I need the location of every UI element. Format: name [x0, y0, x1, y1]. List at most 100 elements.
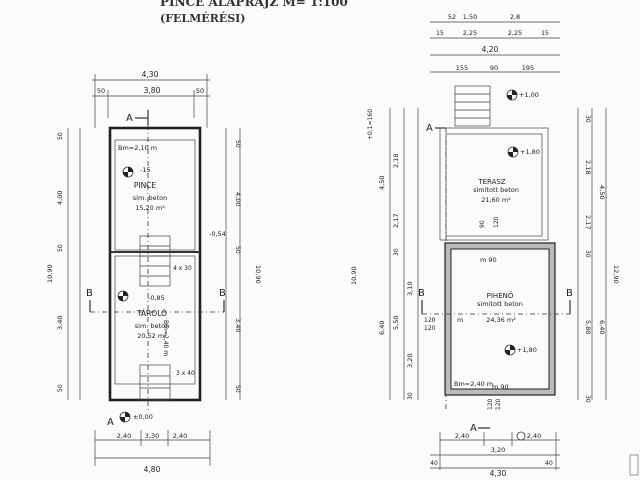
r-top-r2-b: 2,25: [463, 29, 477, 37]
r-bot-small-2: 40: [545, 460, 553, 467]
r-left-dim-4: 30: [393, 248, 400, 256]
r-right-dim-3: 2,17: [584, 215, 592, 229]
left-side-dim-5: 50: [57, 384, 64, 392]
right-side-dim-1: 50: [234, 140, 241, 148]
left-dim-380: 3,80: [144, 86, 161, 95]
stair-mid-label: 4 x 30: [173, 265, 192, 272]
left-dim-overall: 4,30: [142, 70, 159, 79]
r-section-b-right: B: [566, 288, 573, 299]
taroló-height: Bm=2,40 m: [162, 320, 169, 356]
r-top-r4-c: 195: [522, 64, 534, 72]
r-top-r2-c: 2,25: [508, 29, 522, 37]
r-bot-dim-3: 2,40: [527, 432, 541, 440]
r-left-dim-7: 6,40: [378, 321, 386, 335]
r-section-a-bottom: A: [470, 423, 477, 434]
level-piheno-label: +1,80: [517, 346, 537, 354]
level-marker-pince: [122, 166, 134, 178]
r-right-dim-7: 30: [584, 395, 591, 403]
r-right-dim-5: 5,80: [584, 320, 592, 334]
piheno-floor: simított beton: [477, 300, 523, 308]
left-bot-dim-3: 2,40: [173, 432, 187, 440]
r-left-dim-1: 2,18: [392, 154, 400, 168]
section-b-right: B: [219, 288, 226, 299]
pince-floor: sim. beton: [133, 194, 167, 202]
r-top-r1-a: 52: [448, 13, 456, 21]
pince-level: -15: [140, 166, 151, 174]
r-right-dim-0: 30: [584, 115, 591, 123]
r-left-dim-6: 5,50: [392, 316, 400, 330]
terasz-area: 21,60 m²: [481, 196, 511, 204]
r-door2: m: [457, 316, 463, 324]
r-right-dim-4: 30: [584, 250, 591, 258]
r-top-r4-a: 155: [456, 64, 468, 72]
r-bot-dim-2: 3,20: [491, 446, 505, 454]
level-right-label: -0,54: [209, 230, 226, 238]
stair-bot-label: 3 x 40: [176, 370, 195, 377]
pince-height: Bm=2,10 m: [118, 144, 157, 152]
left-side-dim-3: 50: [57, 244, 64, 252]
terasz-name: TERASZ: [477, 178, 506, 186]
taroló-floor: sim. beton: [135, 322, 169, 330]
level-entry-label: ±0,00: [133, 413, 153, 421]
r-bot-small-1: 40: [430, 460, 438, 467]
r-left-total: 10,90: [350, 266, 358, 285]
taroló-level: -0,85: [148, 294, 165, 302]
level-marker-taroló: [117, 290, 129, 302]
r-right-dim-1: 2,18: [584, 160, 592, 174]
level-stair-label: +1,00: [519, 91, 539, 99]
title-line1: PINCE ALAPRAJZ M= 1:100: [160, 0, 348, 9]
r-left-dim-9: 30: [407, 392, 414, 400]
r-bot-overall: 4,30: [490, 469, 507, 478]
right-side-dim-4: 3,40: [234, 318, 242, 332]
pince-area: 15,20 m²: [135, 204, 165, 212]
r-w3: 90: [479, 220, 486, 228]
left-bot-dim-2: 3,30: [145, 432, 159, 440]
right-side-total: 10,90: [254, 265, 262, 284]
piheno-name: PIHENŐ: [487, 291, 514, 300]
piheno-area: 24,36 m²: [486, 316, 516, 324]
r-bot-dim-1: 2,40: [455, 432, 469, 440]
left-dim-50a: 50: [97, 87, 105, 95]
r-left-dim-8: 3,20: [406, 354, 414, 368]
r-w4: 120: [493, 216, 500, 228]
pince-name: PINCE: [134, 181, 157, 190]
r-left-dim-2: 4,50: [378, 176, 386, 190]
r-top-r2-a: 15: [436, 30, 444, 37]
r-section-b-left: B: [418, 288, 425, 299]
level-marker-stair: [506, 89, 518, 101]
r-door1: m 90: [480, 256, 497, 264]
r-dbot2: 120: [495, 398, 502, 410]
r-top-r1-b: 1,50: [463, 13, 477, 21]
left-side-dim-1: 50: [57, 132, 64, 140]
left-side-dim-2: 4,00: [56, 191, 64, 205]
r-door3: m 90: [492, 383, 509, 391]
left-bot-overall: 4,80: [144, 465, 161, 474]
corner-mark: [629, 454, 639, 476]
r-top-r3: 4,20: [482, 45, 499, 54]
right-side-dim-3: 50: [234, 246, 241, 254]
taroló-name: TÁROLÓ: [136, 309, 167, 318]
r-top-r4-b: 90: [490, 64, 498, 72]
left-floor-plan: 4,30 50 3,80 50 A Bm=2,10 m -15 PINCE si…: [46, 70, 262, 474]
r-top-r2-d: 15: [541, 30, 549, 37]
right-side-dim-2: 4,00: [234, 192, 242, 206]
r-right-total: 12,90: [612, 265, 620, 284]
level-marker-terasz: [507, 146, 519, 158]
r-right-dim-6: 6,40: [598, 320, 606, 334]
left-dim-50b: 50: [196, 87, 204, 95]
left-side-total: 10,90: [46, 264, 54, 283]
piheno-height: Bm=2,40 m: [454, 380, 493, 388]
section-b-left: B: [86, 288, 93, 299]
r-dbot: 120: [487, 398, 494, 410]
level-marker-entry: [119, 411, 131, 423]
level-terasz-label: +1,80: [520, 148, 540, 156]
r-left-dim-5: 3,10: [406, 282, 414, 296]
r-right-dim-2: 4,50: [598, 185, 606, 199]
taroló-area: 20,52 m²: [137, 332, 167, 340]
r-section-a-top: A: [426, 123, 433, 134]
section-a-top: A: [126, 113, 133, 124]
r-w1: 120: [424, 317, 436, 324]
left-bot-dim-1: 2,40: [117, 432, 131, 440]
